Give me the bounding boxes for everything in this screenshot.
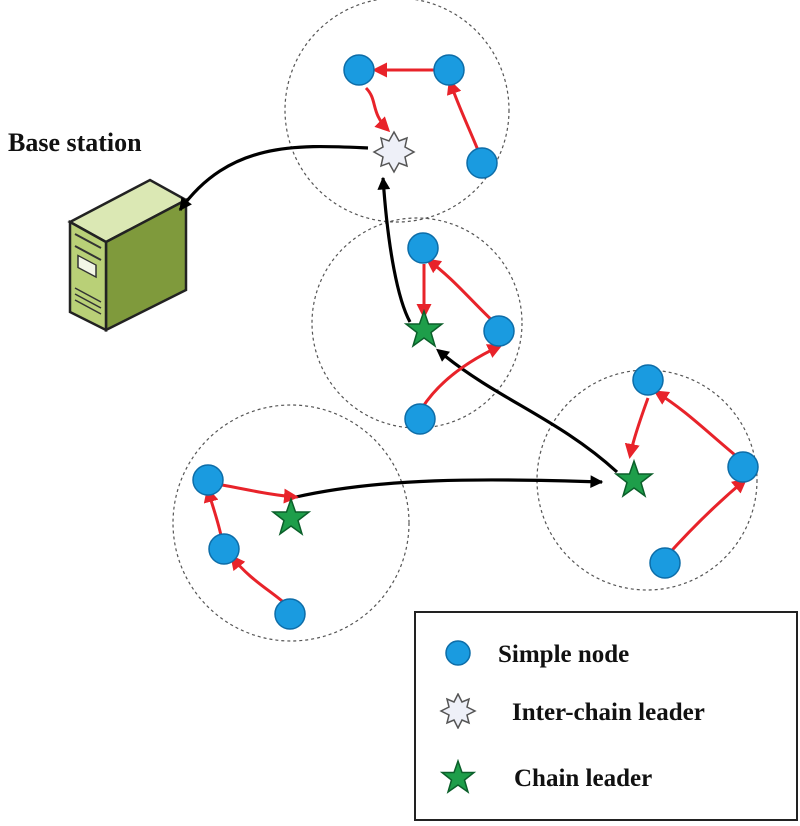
simple-node <box>466 147 498 179</box>
simple-node <box>483 315 515 347</box>
legend-row-inter-chain-leader: Inter-chain leader <box>416 691 796 731</box>
cluster-boundaries <box>172 0 758 642</box>
inter-chain-links <box>178 144 619 499</box>
simple-node <box>274 598 306 630</box>
link-top-to-base <box>178 144 369 212</box>
base-station-server-icon <box>67 178 189 333</box>
simple-node <box>404 403 436 435</box>
base-station-label: Base station <box>8 128 142 157</box>
legend-label-simple-node: Simple node <box>498 641 630 668</box>
chain-leader-star-icon <box>270 496 312 536</box>
legend-row-chain-leader: Chain leader <box>416 757 796 797</box>
chain-leader-star-icon <box>403 308 445 348</box>
chain-leader-star-icon <box>613 458 655 498</box>
link-middle-right-bidirectional <box>436 348 619 474</box>
simple-node <box>343 54 375 86</box>
cluster-top <box>284 0 510 223</box>
simple-nodes <box>192 54 759 630</box>
inter-chain-leader-star-icon <box>372 130 416 174</box>
legend-label-inter-chain-leader: Inter-chain leader <box>512 699 705 726</box>
link-middle-to-top <box>377 176 412 323</box>
inter-chain-leader-icon <box>439 693 477 729</box>
cluster-left <box>172 404 410 642</box>
chain-leader-icon <box>439 759 477 794</box>
simple-node <box>632 364 664 396</box>
simple-node <box>649 547 681 579</box>
legend: Simple node Inter-chain leader Chain lea… <box>414 611 798 821</box>
simple-node <box>407 232 439 264</box>
simple-node <box>727 451 759 483</box>
simple-node <box>192 464 224 496</box>
simple-node <box>208 533 240 565</box>
legend-label-chain-leader: Chain leader <box>514 765 653 792</box>
simple-node <box>433 54 465 86</box>
simple-node-icon <box>445 640 471 666</box>
chain-leaders <box>270 308 655 536</box>
legend-row-simple-node: Simple node <box>416 633 796 673</box>
link-left-to-right <box>295 475 604 499</box>
